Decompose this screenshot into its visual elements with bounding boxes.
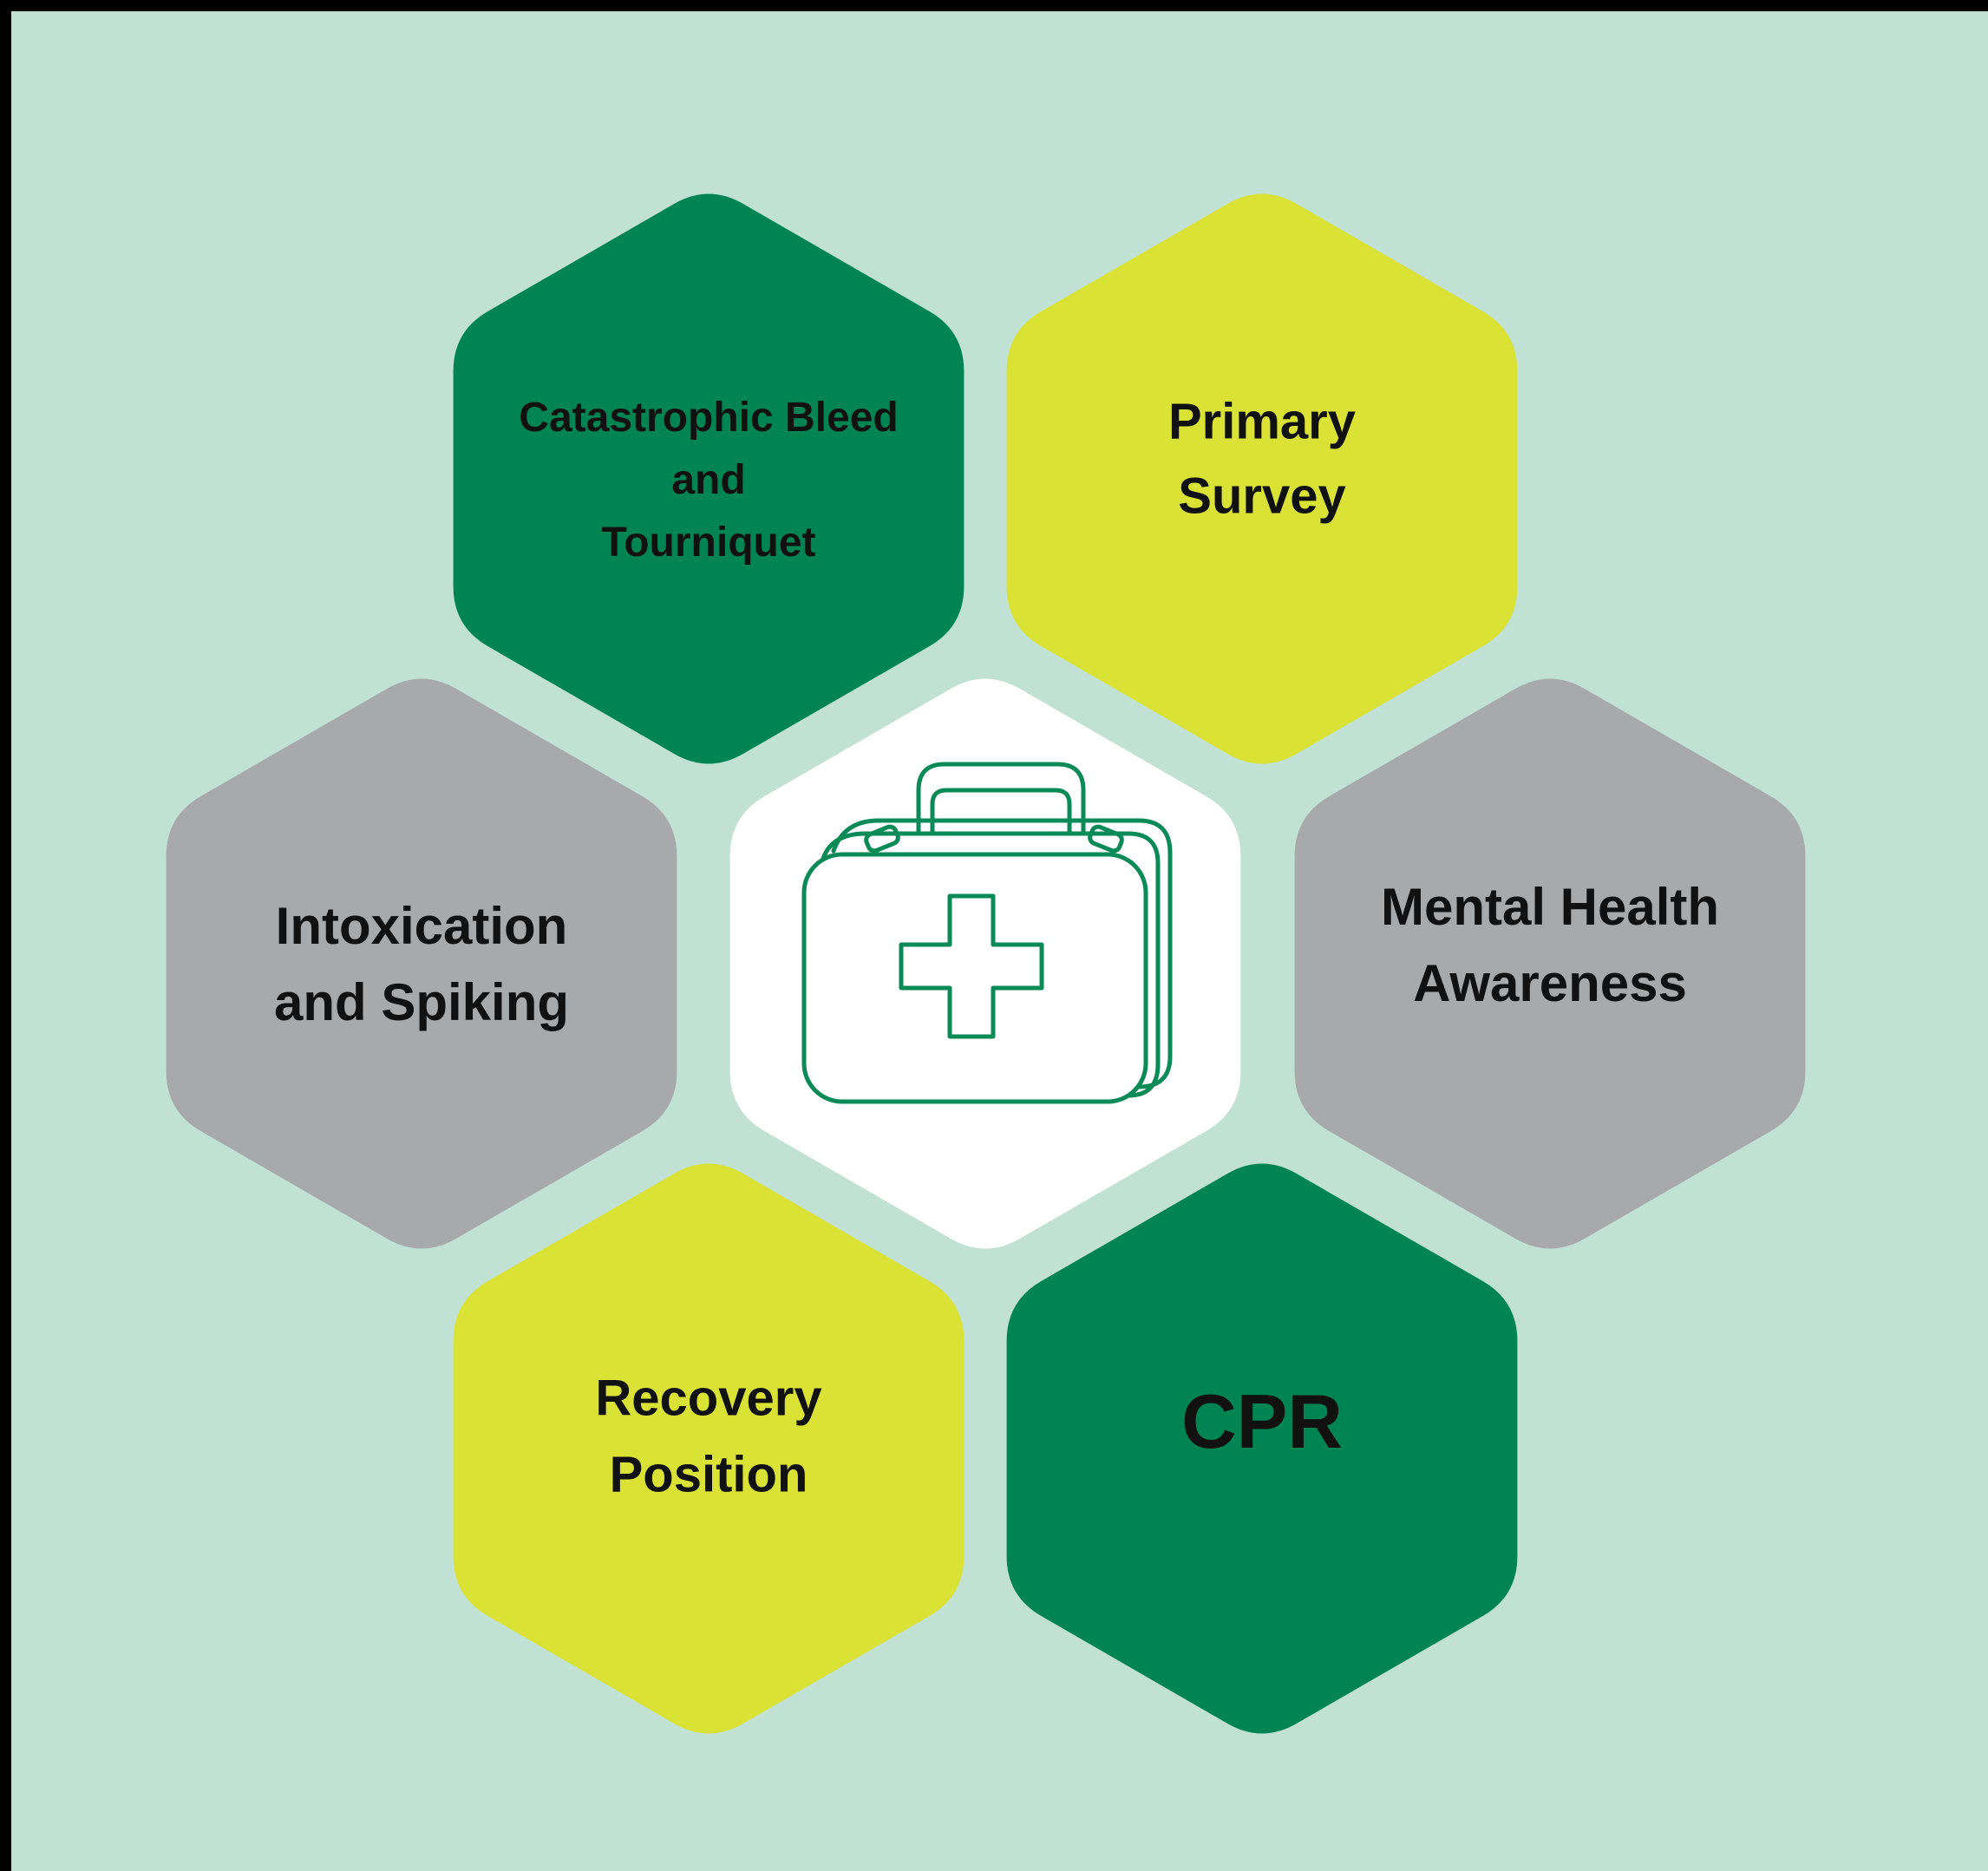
- kit-handle: [916, 762, 1086, 836]
- hexagon-catastrophic-bleed-label-line: and: [671, 457, 745, 503]
- hexagon-mental-health-label-line: Awareness: [1413, 954, 1687, 1012]
- hexagon-cpr-shape: [1006, 1163, 1518, 1734]
- kit-body: [801, 852, 1148, 1104]
- kit-left-clasp: [864, 824, 900, 854]
- hexagon-intoxication-shape: [166, 678, 677, 1249]
- hexagon-recovery-position-label-line: Position: [610, 1446, 808, 1502]
- kit-back-layer: [831, 818, 1173, 1089]
- kit-cross: [899, 893, 1044, 1039]
- hexagon-cpr-label-line: CPR: [1181, 1378, 1343, 1464]
- hexagon-catastrophic-bleed-label-line: Catastrophic Bleed: [519, 395, 898, 441]
- hexagon-intoxication-label-line: and Spiking: [274, 973, 569, 1031]
- hexagon-cpr: CPR: [1006, 1163, 1518, 1734]
- hexagon-recovery-position-label-line: Recovery: [595, 1370, 821, 1426]
- hexagon-intoxication-label-line: Intoxication: [276, 897, 568, 955]
- hexagon-mental-health-label-line: Mental Health: [1381, 878, 1719, 936]
- kit-right-clasp: [1088, 824, 1124, 854]
- hexagon-recovery-position-shape: [453, 1163, 965, 1734]
- center-hexagon: [729, 678, 1241, 1249]
- hexagon-catastrophic-bleed-label-line: Tourniquet: [601, 520, 815, 566]
- first-aid-kit-icon: [801, 762, 1173, 1104]
- hexagon-intoxication: Intoxication and Spiking: [166, 678, 677, 1249]
- kit-middle-layer: [820, 831, 1161, 1098]
- hexagon-primary-survey-shape: [1006, 193, 1518, 764]
- hexagon-primary-survey-label-line: Primary: [1168, 393, 1356, 449]
- hexagon-catastrophic-bleed-shape: [453, 193, 965, 764]
- hexagon-primary-survey-label-line: Survey: [1178, 468, 1345, 524]
- hexagon-mental-health-shape: [1294, 678, 1806, 1249]
